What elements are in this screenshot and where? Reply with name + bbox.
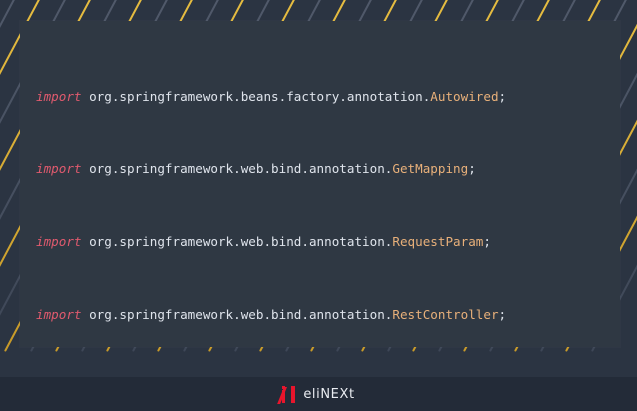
elinext-logo-icon [277, 385, 296, 404]
footer-logo-area: eliNEXt [0, 377, 637, 411]
package-path: org.springframework.beans.factory.annota… [81, 88, 431, 104]
footer-band [0, 377, 637, 411]
code-snippet-panel: import org.springframework.beans.factory… [20, 21, 620, 347]
semicolon: ; [498, 88, 507, 104]
code-content: import org.springframework.beans.factory… [20, 21, 620, 411]
package-path: org.springframework.web.bind.annotation. [81, 234, 393, 250]
code-line-1: import org.springframework.beans.factory… [36, 88, 620, 106]
code-line-4: import org.springframework.web.bind.anno… [36, 306, 620, 324]
package-path: org.springframework.web.bind.annotation. [81, 307, 393, 322]
keyword-import: import [36, 234, 82, 250]
class-getmapping: GetMapping [392, 161, 469, 177]
code-line-2: import org.springframework.web.bind.anno… [36, 160, 620, 178]
elinext-logo-text: eliNEXt [303, 386, 355, 402]
semicolon: ; [483, 234, 491, 250]
code-line-3: import org.springframework.web.bind.anno… [36, 233, 620, 251]
keyword-import: import [36, 161, 82, 177]
class-requestparam: RequestParam [392, 234, 484, 250]
class-restcontroller: RestController [392, 307, 499, 322]
class-autowired: Autowired [430, 88, 499, 104]
package-path: org.springframework.web.bind.annotation. [81, 161, 393, 177]
keyword-import: import [36, 307, 82, 322]
semicolon: ; [468, 161, 476, 177]
keyword-import: import [36, 88, 82, 104]
semicolon: ; [498, 307, 507, 322]
